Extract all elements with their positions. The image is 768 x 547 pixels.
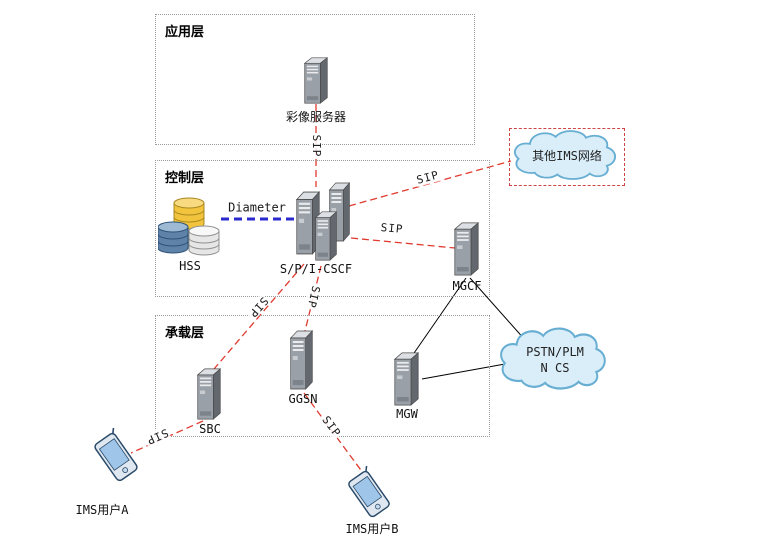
- ggsn-server-icon: [289, 330, 314, 390]
- pstn-plmn-cs-label: PSTN/PLM N CS: [496, 326, 614, 396]
- user-b-phone-icon: [348, 466, 390, 518]
- cscf-server-icon-back: [328, 182, 351, 242]
- user-a-label: IMS用户A: [75, 503, 129, 517]
- user-b-label: IMS用户B: [345, 522, 399, 536]
- pstn-plmn-cs-node: PSTN/PLM N CS: [496, 326, 614, 396]
- user-a-phone-icon: [94, 428, 138, 482]
- mgcf-label: MGCF: [452, 279, 482, 293]
- sip-label-media-cscf: SIP: [309, 133, 324, 159]
- control-layer-label: 控制层: [165, 171, 205, 186]
- control-layer-box: 控制层: [155, 160, 490, 297]
- bearer-layer-box: 承载层: [155, 315, 490, 437]
- mgcf-server-icon: [453, 222, 480, 276]
- application-layer-label: 应用层: [165, 25, 205, 40]
- sip-label-sbc-usera: SIP: [143, 425, 171, 448]
- mgw-label: MGW: [396, 407, 418, 421]
- cscf-server-icon-front: [314, 211, 338, 261]
- media-server-icon: [303, 57, 329, 104]
- hss-database-icon: [158, 197, 220, 256]
- cloud-icon: [514, 130, 617, 180]
- media-server-label: 彩像服务器: [285, 110, 346, 124]
- other-ims-network-node: 其他IMS网络: [509, 128, 625, 186]
- ggsn-label: GGSN: [288, 392, 318, 406]
- hss-label: HSS: [179, 259, 201, 273]
- sip-label-cscf-mgcf: SIP: [379, 220, 405, 237]
- mgw-server-icon: [393, 352, 420, 406]
- sbc-server-icon: [196, 368, 222, 420]
- pstn-label-line1: PSTN/PLM: [526, 345, 584, 360]
- pstn-label-line2: N CS: [540, 361, 570, 375]
- sbc-label: SBC: [199, 422, 221, 436]
- other-ims-network-label: 其他IMS网络: [532, 149, 602, 164]
- db-stack-blue: [158, 221, 189, 254]
- cloud-icon: [500, 327, 606, 390]
- bearer-layer-label: 承载层: [165, 326, 205, 341]
- cscf-label: S/P/I-CSCF: [279, 262, 353, 276]
- db-stack-gray: [188, 225, 220, 256]
- diameter-label: Diameter: [228, 200, 286, 215]
